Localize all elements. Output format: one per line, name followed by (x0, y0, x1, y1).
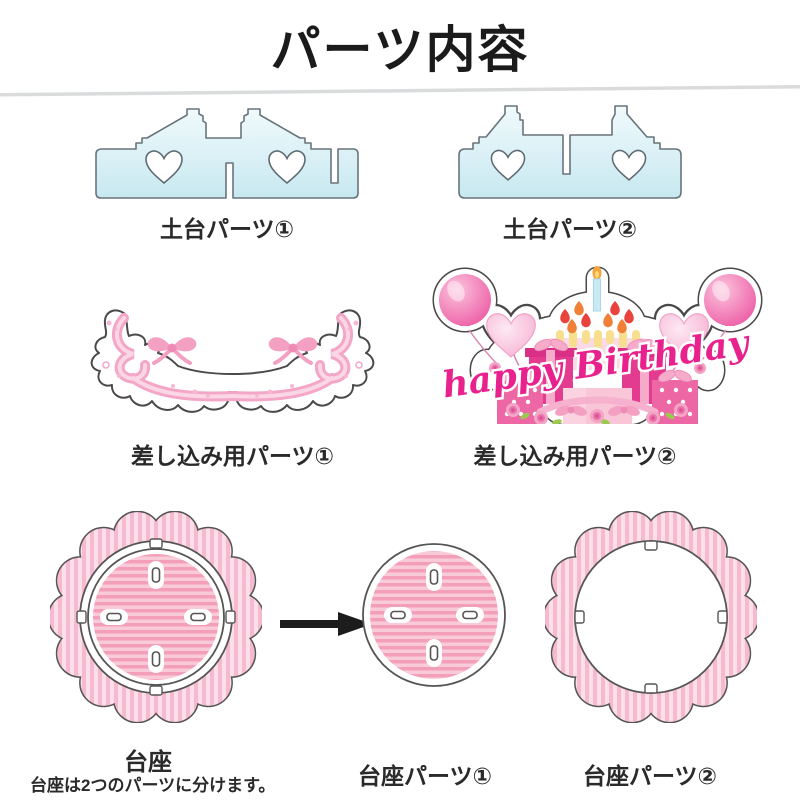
base-part-2-caption: 土台パーツ② (502, 216, 637, 242)
insert-part-2-image: happy Birthday (425, 266, 770, 424)
base-part-1-image (95, 108, 359, 199)
pedestal-image (50, 511, 262, 723)
strawberries (560, 301, 634, 334)
pedestal-note: 台座は2つのパーツに分けます。 (30, 776, 276, 795)
base-part-1-caption: 土台パーツ① (159, 216, 294, 242)
base-part-2-image (458, 105, 682, 199)
right-arrow-icon (280, 612, 372, 636)
balloons (439, 274, 756, 383)
ribbon-bows (147, 337, 318, 365)
pedestal-part-1-image (362, 543, 506, 687)
page-title: パーツ内容 (270, 22, 530, 78)
insert-part-2-caption: 差し込み用パーツ② (473, 443, 677, 469)
pedestal-part-2-image (545, 511, 757, 723)
insert-part-1-image (90, 309, 375, 413)
candle (592, 266, 602, 312)
pedestal-caption: 台座 (124, 749, 172, 776)
insert-part-1-caption: 差し込み用パーツ① (130, 443, 334, 469)
presents (497, 338, 698, 424)
pedestal-slots (100, 561, 212, 673)
divider-line (0, 85, 800, 97)
pedestal-part-2-caption: 台座パーツ② (582, 763, 717, 789)
roses (489, 362, 706, 424)
pedestal-part-1-slots (384, 563, 484, 667)
pedestal-part-1-caption: 台座パーツ① (357, 763, 492, 789)
